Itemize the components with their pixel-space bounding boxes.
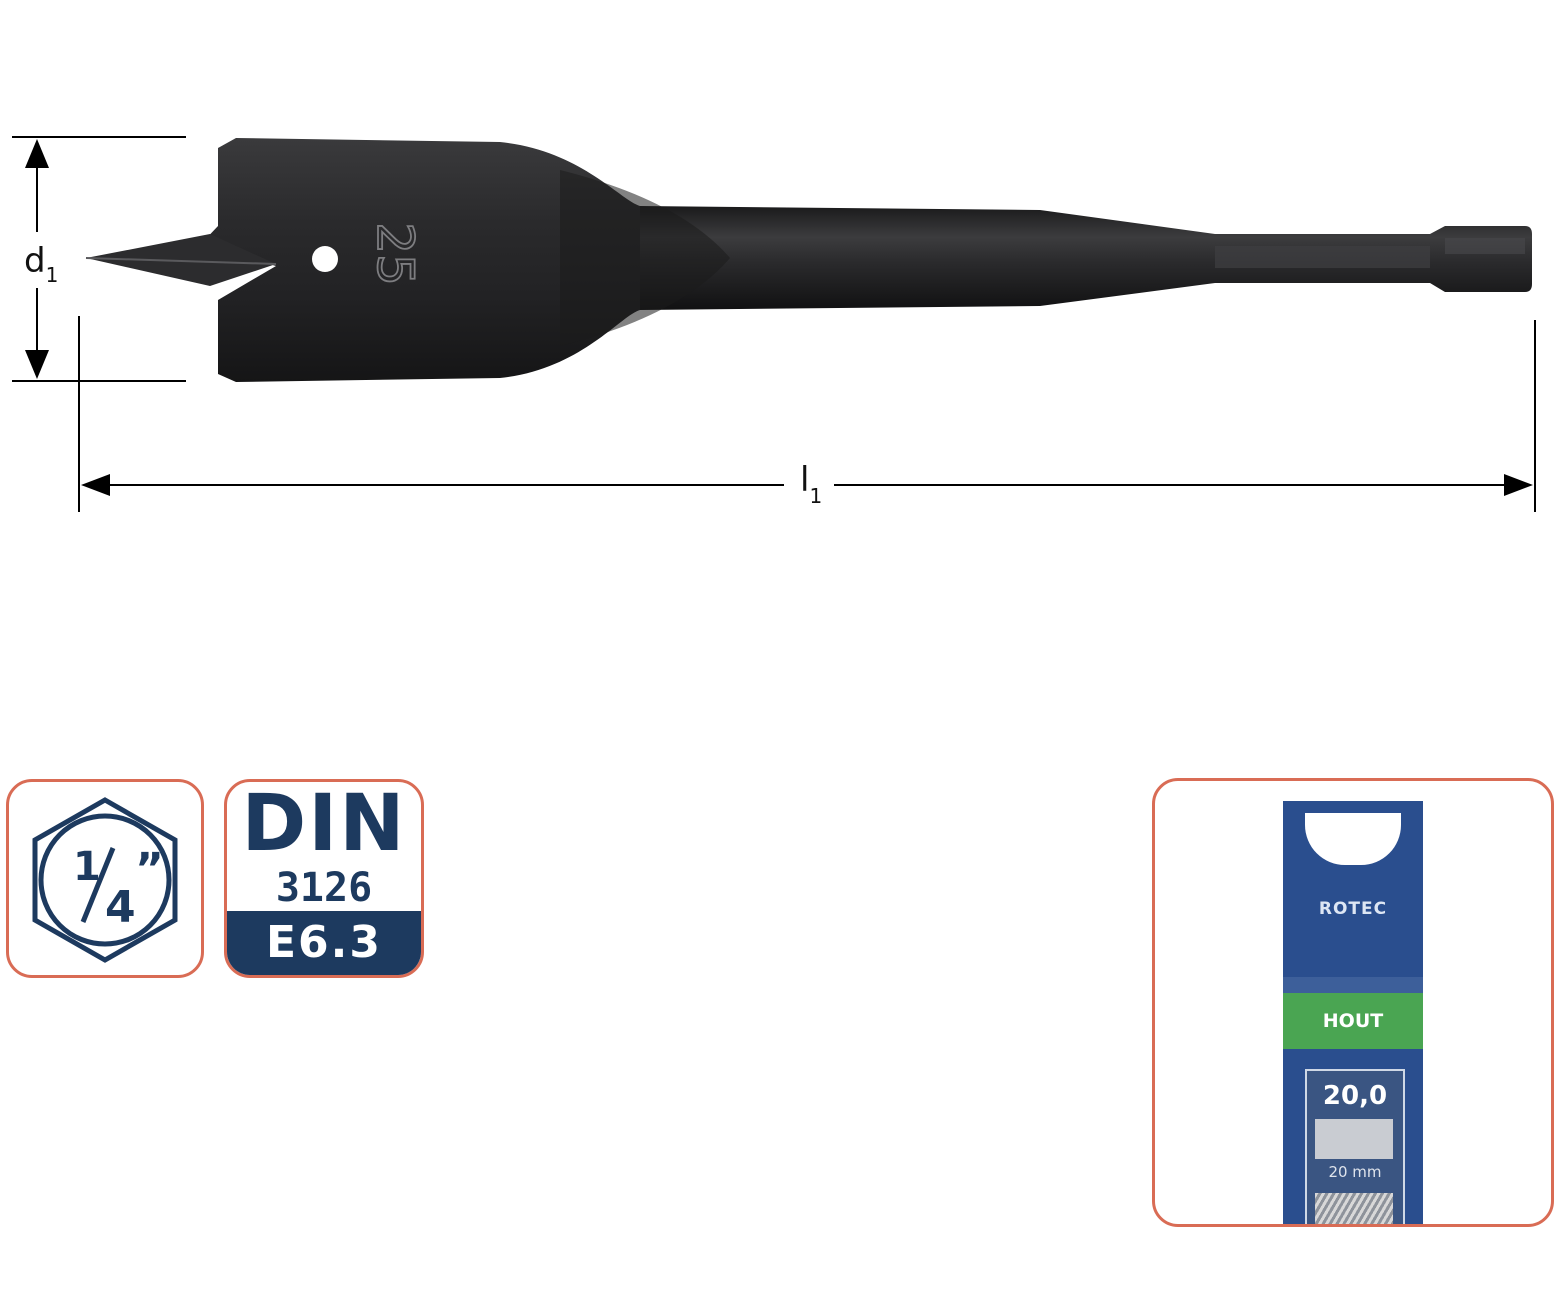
blade-size-number: 25 <box>366 222 424 286</box>
din-number: 3126 <box>275 865 373 911</box>
hex-shank-badge: 1 4 ” <box>6 779 204 978</box>
package-size: 20,0 <box>1322 1081 1388 1111</box>
hexagon-icon <box>32 797 178 963</box>
dimension-arrows <box>25 139 1533 496</box>
packaging-badge: ROTEC HOUT 20,0 20 mm <box>1152 778 1554 1227</box>
shank-numerator: 1 <box>73 844 101 890</box>
drill-bit-drawing: d1 l1 25 <box>12 136 1536 512</box>
drill-spade-blade <box>200 138 640 382</box>
length-label: l1 <box>800 460 822 508</box>
din-title: DIN <box>241 779 407 869</box>
dimension-lines <box>12 136 1536 512</box>
package-stripe <box>1283 977 1423 993</box>
inch-symbol: ” <box>135 844 164 895</box>
wood-texture-image <box>1315 1193 1393 1224</box>
hang-hole <box>1305 813 1401 865</box>
category-band: HOUT <box>1283 993 1423 1049</box>
flat-wood-drill-bit: 25 <box>85 138 1532 382</box>
package-unit: 20 mm <box>1328 1163 1382 1181</box>
din-code: E6.3 <box>227 911 421 975</box>
blade-hole <box>312 246 338 272</box>
package-window: 20,0 20 mm <box>1305 1069 1405 1224</box>
diameter-label: d1 <box>24 241 58 287</box>
din-standard-badge: DIN 3126 E6.3 <box>224 779 424 978</box>
package-card: ROTEC HOUT 20,0 20 mm <box>1283 801 1423 1224</box>
package-label-strip <box>1315 1119 1393 1159</box>
drill-shank <box>640 206 1532 310</box>
brand-logo: ROTEC <box>1318 899 1388 919</box>
shank-denominator: 4 <box>105 882 136 933</box>
